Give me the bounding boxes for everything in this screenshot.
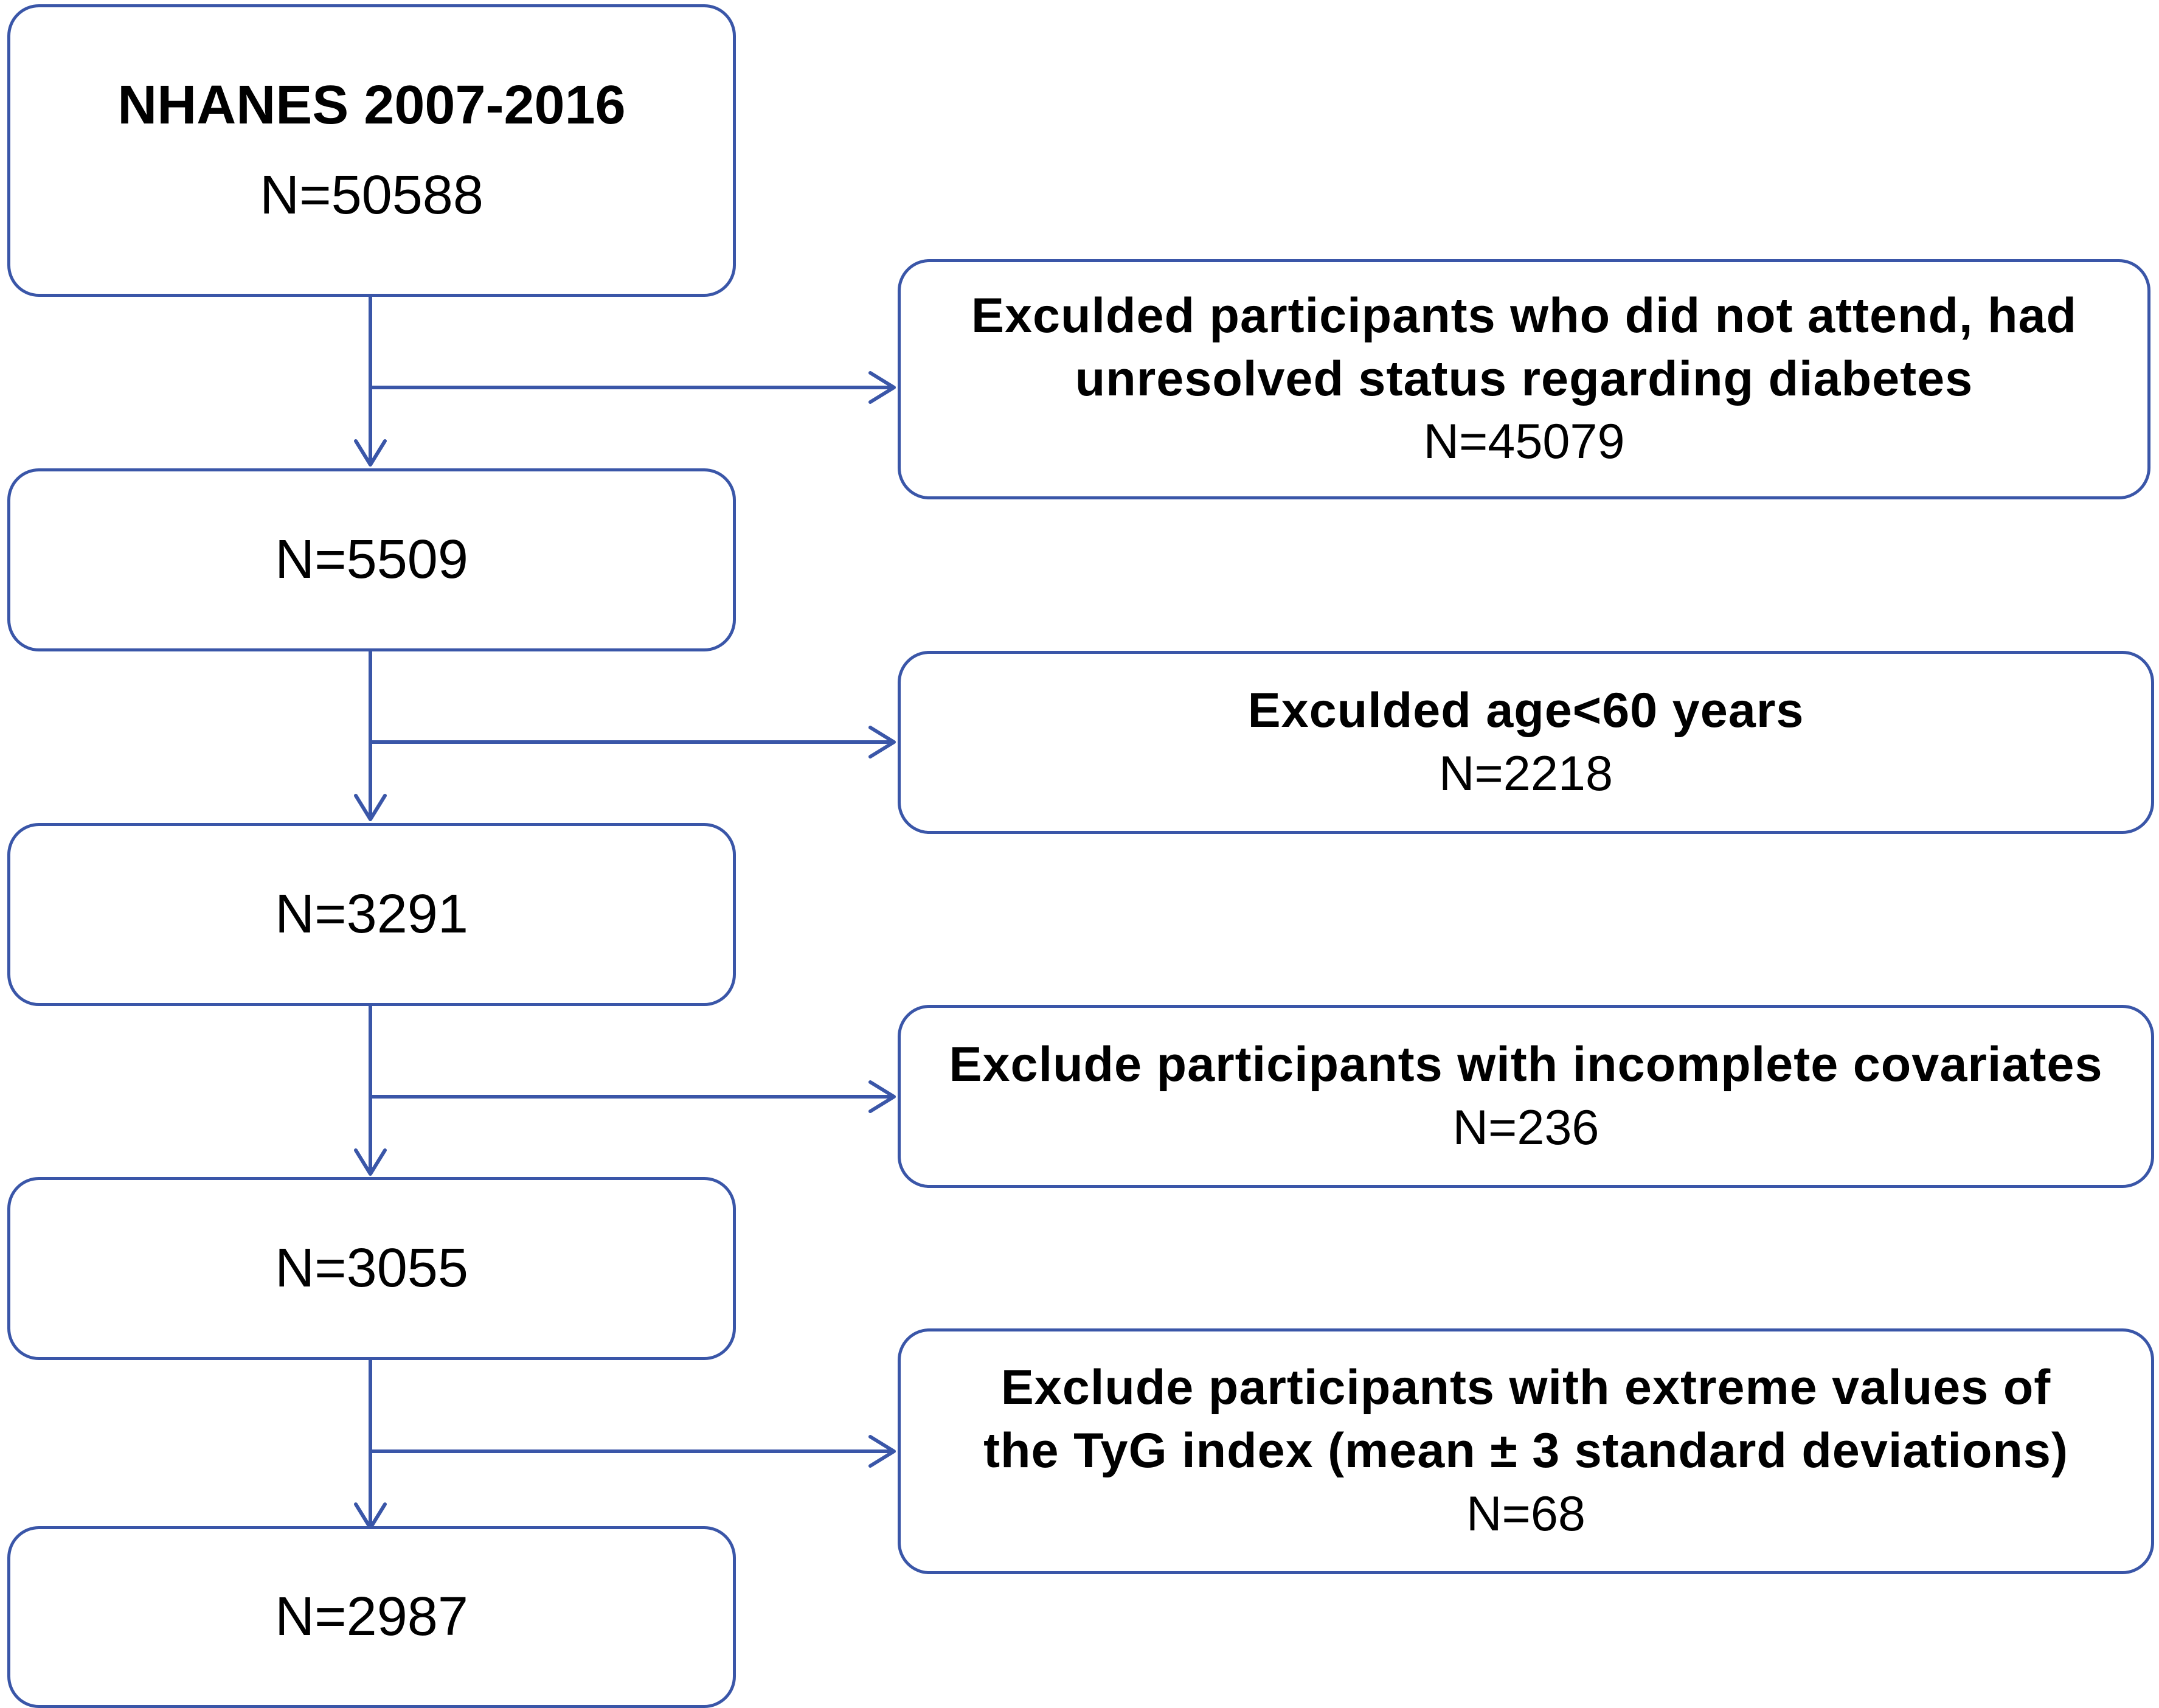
main-box-5-count: N=2987 <box>275 1586 468 1647</box>
main-box-4: N=3055 <box>7 1177 736 1360</box>
exclusion-box-3-count: N=236 <box>1452 1100 1599 1155</box>
exclusion-box-3: Exclude participants with incomplete cov… <box>898 1005 2154 1188</box>
main-box-5: N=2987 <box>7 1526 736 1708</box>
down-arrow-3 <box>354 1006 387 1176</box>
exclusion-box-1-line-1: Exculded participants who did not attend… <box>971 288 2078 343</box>
exclusion-box-2-line-1: Exculded age<60 years <box>1247 682 1804 738</box>
right-arrow-2 <box>370 726 896 759</box>
down-arrow-2 <box>354 651 387 821</box>
exclusion-box-1-count: N=45079 <box>1423 414 1625 470</box>
right-arrow-4 <box>370 1435 896 1468</box>
exclusion-box-4-line-1: Exclude participants with extreme values… <box>1000 1360 2051 1415</box>
exclusion-box-2: Exculded age<60 years N=2218 <box>898 651 2154 834</box>
main-box-2-count: N=5509 <box>275 529 468 590</box>
down-arrow-4 <box>354 1360 387 1530</box>
right-arrow-1 <box>370 371 896 404</box>
exclusion-box-2-count: N=2218 <box>1439 746 1613 801</box>
main-box-4-count: N=3055 <box>275 1237 468 1299</box>
exclusion-box-4-count: N=68 <box>1466 1486 1585 1541</box>
main-box-3: N=3291 <box>7 823 736 1006</box>
right-arrow-3 <box>370 1080 896 1113</box>
exclusion-box-1-line-2: unresolved status regarding diabetes <box>1075 351 1974 406</box>
exclusion-box-3-line-1: Exclude participants with incomplete cov… <box>949 1036 2103 1092</box>
exclusion-box-4-line-2: the TyG index (mean ± 3 standard deviati… <box>983 1423 2068 1479</box>
exclusion-box-1: Exculded participants who did not attend… <box>898 259 2150 499</box>
down-arrow-1 <box>354 297 387 467</box>
exclusion-box-4: Exclude participants with extreme values… <box>898 1328 2154 1574</box>
main-box-1-title: NHANES 2007-2016 <box>117 75 626 136</box>
main-box-1-count: N=50588 <box>260 164 483 226</box>
main-box-1: NHANES 2007-2016 N=50588 <box>7 4 736 297</box>
main-box-2: N=5509 <box>7 468 736 651</box>
main-box-3-count: N=3291 <box>275 883 468 945</box>
